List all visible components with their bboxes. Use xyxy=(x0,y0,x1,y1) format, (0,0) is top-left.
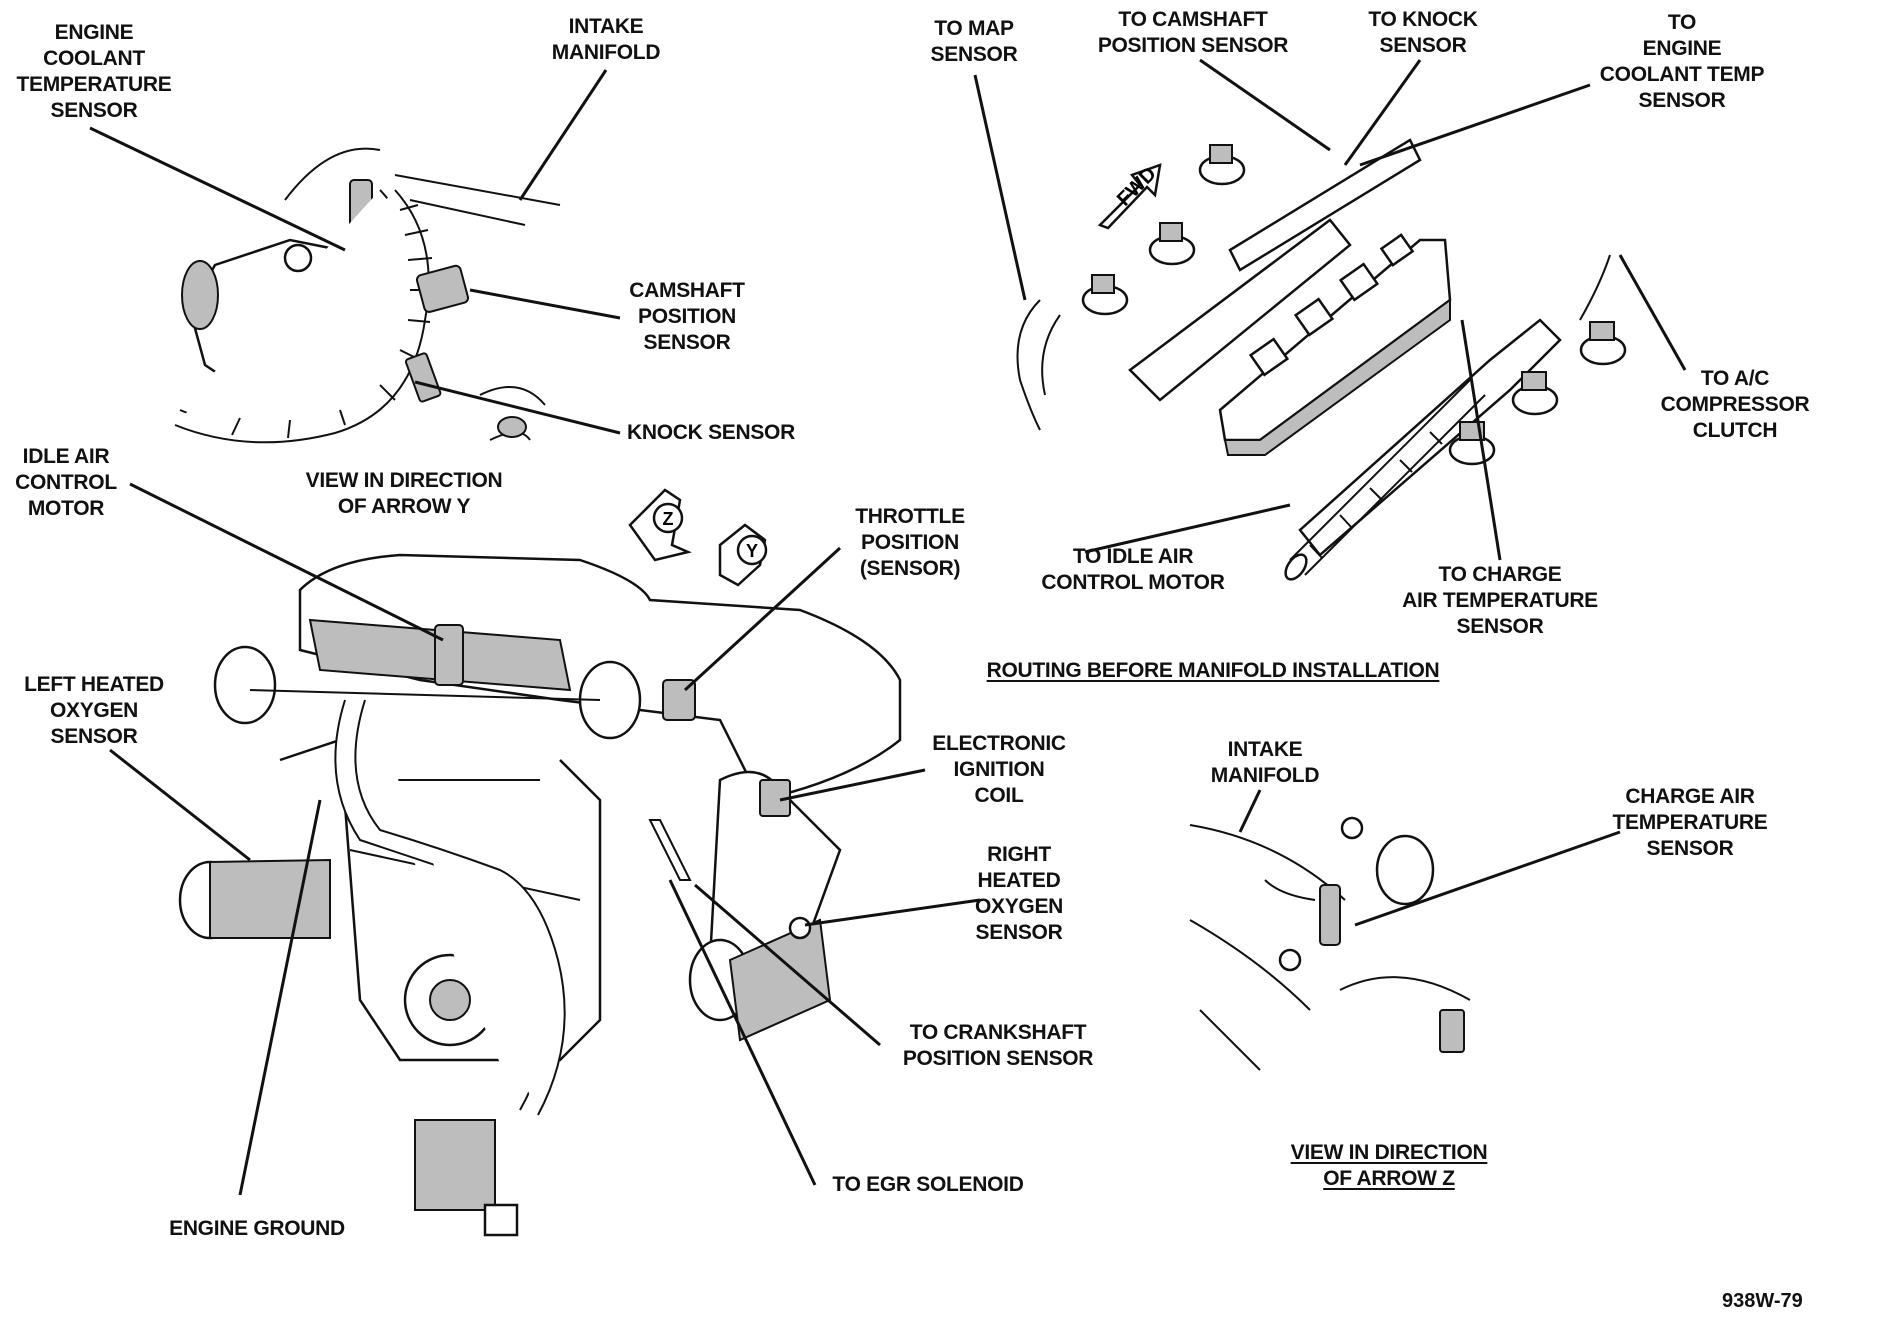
label-line: TO A/C xyxy=(1700,367,1770,390)
label-line: SENSOR xyxy=(975,921,1063,944)
main-engine-illustration: Z Y xyxy=(178,488,902,1237)
caption-line: VIEW IN DIRECTION xyxy=(305,469,503,492)
label-line: CAMSHAFT xyxy=(629,279,745,302)
arrow-y-indicator: Y xyxy=(718,523,768,587)
label-left-heated-oxygen-sensor: LEFT HEATED OXYGEN SENSOR xyxy=(24,672,164,750)
view-y-illustration xyxy=(174,147,561,444)
label-line: HEATED xyxy=(977,869,1061,892)
label-line: MANIFOLD xyxy=(1210,764,1320,787)
label-line: TEMPERATURE xyxy=(1612,811,1768,834)
label-line: POSITION xyxy=(861,531,959,554)
label-right-heated-oxygen-sensor: RIGHT HEATED OXYGEN SENSOR xyxy=(975,842,1063,946)
label-line: TO CAMSHAFT xyxy=(1118,8,1268,31)
routing-illustration: FWD xyxy=(1016,138,1627,581)
label-line: MANIFOLD xyxy=(551,41,661,64)
label-line: CHARGE AIR xyxy=(1625,785,1755,808)
label-to-knock-sensor: TO KNOCK SENSOR xyxy=(1368,7,1478,59)
label-throttle-position-sensor: THROTTLE POSITION (SENSOR) xyxy=(855,504,965,582)
label-to-charge-air-temperature-sensor: TO CHARGE AIR TEMPERATURE SENSOR xyxy=(1402,562,1598,640)
label-line: COIL xyxy=(974,784,1024,807)
label-line: POSITION SENSOR xyxy=(902,1047,1094,1070)
label-line: KNOCK SENSOR xyxy=(627,421,795,444)
label-line: LEFT HEATED xyxy=(24,673,164,696)
label-to-map-sensor: TO MAP SENSOR xyxy=(931,16,1018,68)
label-charge-air-temperature-sensor: CHARGE AIR TEMPERATURE SENSOR xyxy=(1613,784,1768,862)
label-line: RIGHT xyxy=(987,843,1051,866)
label-to-ac-compressor-clutch: TO A/C COMPRESSOR CLUTCH xyxy=(1661,366,1810,444)
label-camshaft-position-sensor: CAMSHAFT POSITION SENSOR xyxy=(629,278,745,356)
caption-line: OF ARROW Z xyxy=(1323,1167,1455,1190)
label-line: TO KNOCK xyxy=(1368,8,1478,31)
label-line: INTAKE xyxy=(1227,738,1303,761)
label-line: THROTTLE xyxy=(855,505,965,528)
label-line: ENGINE xyxy=(54,21,134,44)
label-line: SENSOR xyxy=(50,725,138,748)
label-to-egr-solenoid: TO EGR SOLENOID xyxy=(832,1172,1023,1198)
label-intake-manifold-view-z: INTAKE MANIFOLD xyxy=(1210,737,1320,789)
label-line: SENSOR xyxy=(930,43,1018,66)
label-line: MOTOR xyxy=(27,497,105,520)
label-line: TO CHARGE xyxy=(1438,563,1562,586)
label-line: SENSOR xyxy=(50,99,138,122)
label-line: TEMPERATURE xyxy=(16,73,172,96)
label-line: COMPRESSOR xyxy=(1660,393,1810,416)
arrow-y-letter: Y xyxy=(746,541,758,561)
caption-line: OF ARROW Y xyxy=(337,495,471,518)
label-to-idle-air-control-motor: TO IDLE AIR CONTROL MOTOR xyxy=(1041,544,1224,596)
label-line: SENSOR xyxy=(1638,89,1726,112)
label-idle-air-control-motor: IDLE AIR CONTROL MOTOR xyxy=(15,444,117,522)
label-line: COOLANT xyxy=(43,47,145,70)
label-line: CLUTCH xyxy=(1692,419,1778,442)
leader-lines xyxy=(89,58,1687,1196)
caption-routing-before-manifold-installation: ROUTING BEFORE MANIFOLD INSTALLATION xyxy=(986,659,1440,682)
caption-line: VIEW IN DIRECTION xyxy=(1290,1141,1488,1164)
label-line: TO IDLE AIR xyxy=(1072,545,1194,568)
label-engine-ground: ENGINE GROUND xyxy=(169,1216,345,1242)
caption-view-arrow-y: VIEW IN DIRECTION OF ARROW Y xyxy=(306,468,503,520)
label-line: SENSOR xyxy=(643,331,731,354)
label-engine-coolant-temperature-sensor: ENGINE COOLANT TEMPERATURE SENSOR xyxy=(17,20,172,124)
arrow-z-indicator: Z xyxy=(628,488,692,562)
label-to-crankshaft-position-sensor: TO CRANKSHAFT POSITION SENSOR xyxy=(902,1020,1094,1072)
label-line: OXYGEN xyxy=(974,895,1064,918)
view-z-illustration xyxy=(1189,816,1471,1071)
caption-view-arrow-z: VIEW IN DIRECTION OF ARROW Z xyxy=(1291,1140,1488,1192)
label-line: CONTROL xyxy=(15,471,117,494)
figure-id: 938W-79 xyxy=(1722,1290,1803,1312)
arrow-z-letter: Z xyxy=(663,509,674,529)
label-line: AIR TEMPERATURE xyxy=(1402,589,1598,612)
label-electronic-ignition-coil: ELECTRONIC IGNITION COIL xyxy=(932,731,1066,809)
label-line: INTAKE xyxy=(568,15,644,38)
label-line: ENGINE GROUND xyxy=(169,1217,345,1240)
label-line: OXYGEN xyxy=(49,699,139,722)
label-to-engine-coolant-temp-sensor: TO ENGINE COOLANT TEMP SENSOR xyxy=(1599,10,1765,114)
label-line: IGNITION xyxy=(953,758,1045,781)
label-line: ELECTRONIC xyxy=(932,732,1066,755)
label-line: TO MAP xyxy=(934,17,1014,40)
label-line: SENSOR xyxy=(1646,837,1734,860)
label-line: IDLE AIR xyxy=(22,445,110,468)
label-line: POSITION SENSOR xyxy=(1097,34,1289,57)
label-knock-sensor: KNOCK SENSOR xyxy=(627,420,795,446)
label-to-camshaft-position-sensor: TO CAMSHAFT POSITION SENSOR xyxy=(1097,7,1289,59)
label-line: ENGINE xyxy=(1642,37,1722,60)
label-line: TO EGR SOLENOID xyxy=(832,1173,1024,1196)
label-line: TO xyxy=(1667,11,1697,34)
label-line: TO CRANKSHAFT xyxy=(909,1021,1087,1044)
label-intake-manifold-view-y: INTAKE MANIFOLD xyxy=(551,14,661,66)
label-line: COOLANT TEMP xyxy=(1599,63,1765,86)
fwd-arrow: FWD xyxy=(1097,163,1162,230)
label-line: (SENSOR) xyxy=(859,557,961,580)
label-line: POSITION xyxy=(638,305,736,328)
label-line: CONTROL MOTOR xyxy=(1041,571,1225,594)
label-line: SENSOR xyxy=(1379,34,1467,57)
label-line: SENSOR xyxy=(1456,615,1544,638)
